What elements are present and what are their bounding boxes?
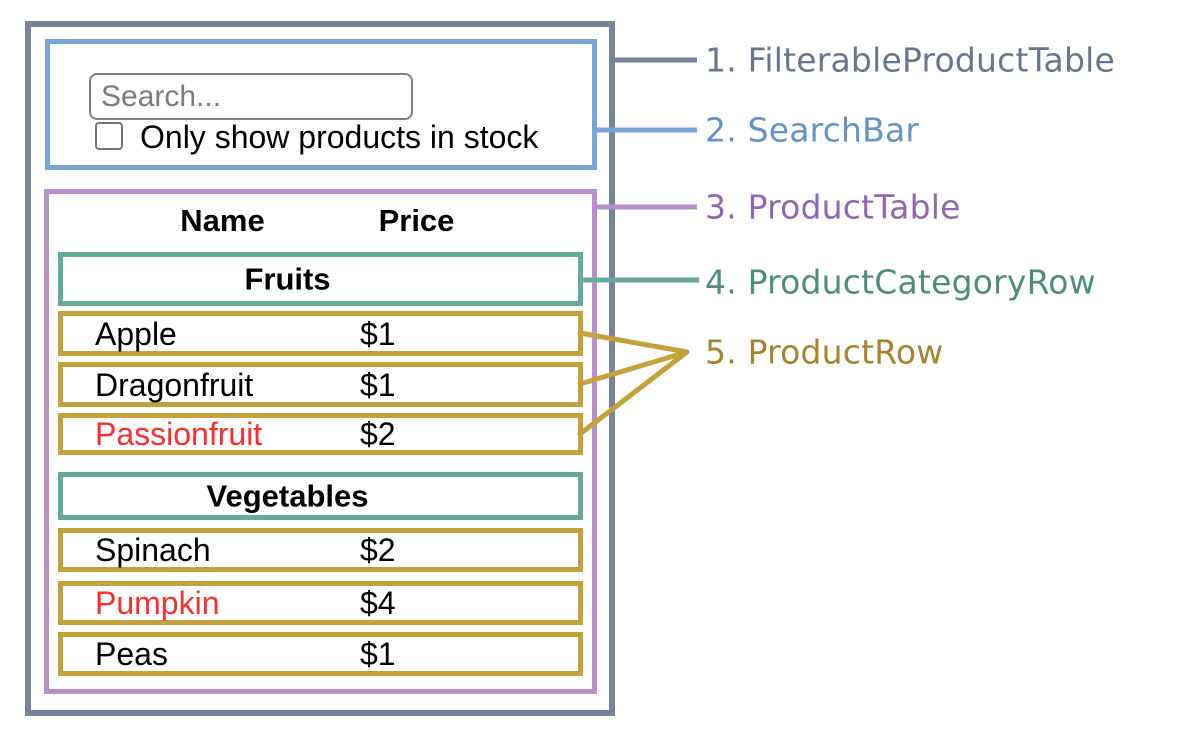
product-row-passionfruit xyxy=(58,413,583,455)
product-name-out-of-stock: Passionfruit xyxy=(95,416,263,452)
category-row-vegetables xyxy=(58,472,583,520)
category-label-fruits: Fruits xyxy=(244,261,331,297)
product-name: Apple xyxy=(95,316,177,352)
legend-label-search-bar: 2. SearchBar xyxy=(705,110,920,150)
search-input[interactable] xyxy=(89,73,413,120)
product-row-dragonfruit xyxy=(58,362,583,407)
product-name-out-of-stock: Pumpkin xyxy=(95,585,220,621)
in-stock-checkbox-label: Only show products in stock xyxy=(140,119,539,155)
column-header-price: Price xyxy=(378,203,455,238)
product-name: Spinach xyxy=(95,532,211,568)
product-price: $2 xyxy=(360,416,396,452)
category-label-vegetables: Vegetables xyxy=(206,478,369,514)
legend-label-product-category-row: 4. ProductCategoryRow xyxy=(705,262,1096,302)
product-price: $1 xyxy=(360,636,396,672)
product-price: $1 xyxy=(360,316,396,352)
legend-label-product-row: 5. ProductRow xyxy=(705,332,944,372)
in-stock-checkbox[interactable] xyxy=(95,122,123,150)
product-name: Dragonfruit xyxy=(95,367,254,403)
product-row-peas xyxy=(58,632,583,676)
product-price: $4 xyxy=(360,585,396,621)
product-row-pumpkin xyxy=(58,581,583,625)
legend-label-filterable-product-table: 1. FilterableProductTable xyxy=(705,40,1115,80)
product-row-spinach xyxy=(58,528,583,572)
product-name: Peas xyxy=(95,636,168,672)
product-price: $2 xyxy=(360,532,396,568)
product-price: $1 xyxy=(360,367,396,403)
legend-label-product-table: 3. ProductTable xyxy=(705,187,961,227)
product-row-apple xyxy=(58,311,583,356)
column-header-name: Name xyxy=(180,203,265,238)
